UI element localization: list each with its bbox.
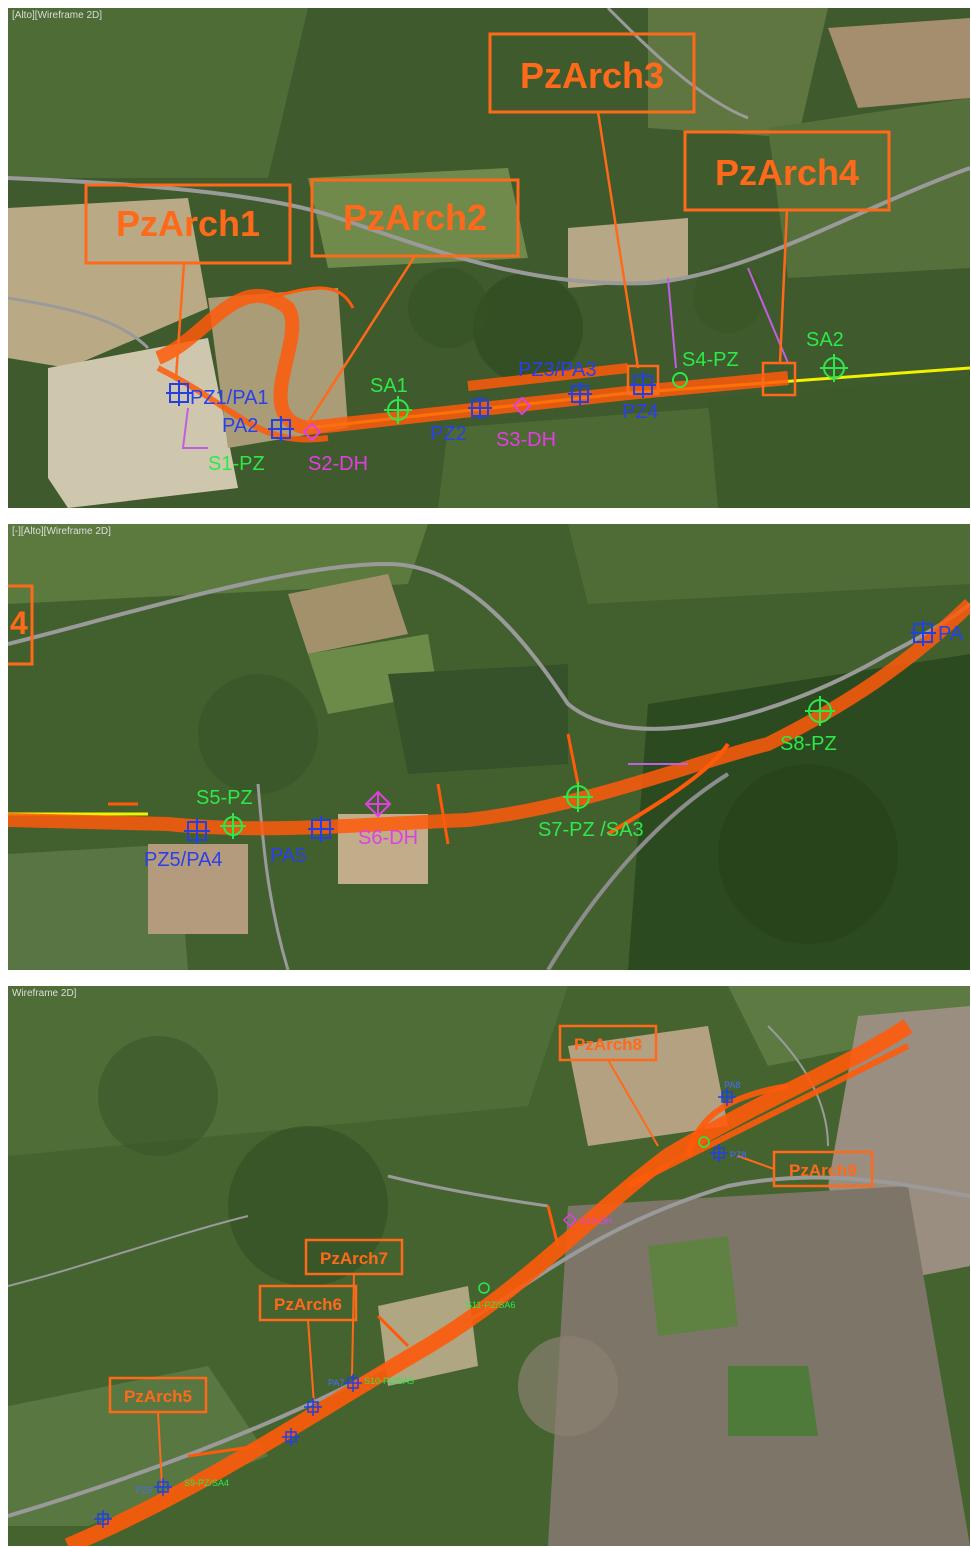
dh-marker-icon xyxy=(364,790,392,818)
label-s3dh: S3-DH xyxy=(496,429,556,451)
dh-marker-icon xyxy=(302,396,532,442)
label-pa7: PA7 xyxy=(328,1378,344,1388)
callout-pzarch3: PzArch3 xyxy=(488,32,696,396)
label-s5pz: S5-PZ xyxy=(196,787,253,809)
edge-callout-label: 4 xyxy=(10,605,28,641)
label-pz8: PZ8 xyxy=(730,1150,747,1160)
label-s2dh: S2-DH xyxy=(308,453,368,475)
callout-pzarch7: PzArch7 xyxy=(304,1238,404,1377)
sa-marker-icon xyxy=(220,696,835,839)
aerial-map-2: 4 S5-PZ PZ5/PA4 PA5 S6-DH S7-PZ /SA3 S8-… xyxy=(8,524,970,970)
label-s7pzsa3: S7-PZ /SA3 xyxy=(538,819,644,841)
viewport-title[interactable]: [Alto][Wireframe 2D] xyxy=(12,10,103,21)
callout-pzarch3-label: PzArch3 xyxy=(520,55,664,96)
callout-pzarch1-label: PzArch1 xyxy=(116,203,260,244)
label-sa2: SA2 xyxy=(806,329,844,351)
label-s11: S11-PZ/SA6 xyxy=(466,1300,515,1310)
callout-pzarch8-label: PzArch8 xyxy=(574,1035,642,1054)
label-s9: S9-PZ/SA4 xyxy=(184,1478,229,1488)
callout-pzarch2: PzArch2 xyxy=(306,178,520,424)
pz-marker-icon xyxy=(94,1088,736,1528)
aerial-map-3: PzArch5 PzArch6 PzArch7 PzArch8 PzArch9 xyxy=(8,986,970,1546)
label-pz6: PZ6 xyxy=(136,1485,153,1495)
sa-marker-icon xyxy=(478,1136,710,1294)
pz-marker-icon xyxy=(184,620,936,844)
sa-marker-icon xyxy=(384,354,848,424)
label-s1pz: S1-PZ xyxy=(208,453,265,475)
callout-pzarch1: PzArch1 xyxy=(84,183,292,379)
label-s6dh: S6-DH xyxy=(358,827,418,849)
callout-pzarch5-label: PzArch5 xyxy=(124,1387,192,1406)
label-sa1: SA1 xyxy=(370,375,408,397)
viewport-title[interactable]: Wireframe 2D] xyxy=(12,988,77,999)
callout-pzarch9-label: PzArch9 xyxy=(789,1161,857,1180)
label-pa2: PA2 xyxy=(222,415,258,437)
label-s8pz: S8-PZ xyxy=(780,733,837,755)
callout-pzarch5: PzArch5 xyxy=(108,1376,208,1487)
map-panel-1[interactable]: PzArch1 PzArch2 PzArch3 PzArch4 xyxy=(8,8,970,508)
label-dh: S12-DH xyxy=(580,1216,612,1226)
callout-pzarch8: PzArch8 xyxy=(558,1024,659,1147)
label-pa5: PA5 xyxy=(270,845,306,867)
dh-marker-icon xyxy=(562,1212,578,1228)
map-panel-3[interactable]: PzArch5 PzArch6 PzArch7 PzArch8 PzArch9 xyxy=(8,986,970,1546)
label-s10: S10-PZ/SA5 xyxy=(364,1376,414,1386)
callout-pzarch6: PzArch6 xyxy=(258,1284,358,1405)
label-pz2: PZ2 xyxy=(430,423,467,445)
aerial-map-1: PzArch1 PzArch2 PzArch3 PzArch4 xyxy=(8,8,970,508)
map-panel-2[interactable]: 4 S5-PZ PZ5/PA4 PA5 S6-DH S7-PZ /SA3 S8-… xyxy=(8,524,970,970)
callout-pzarch6-label: PzArch6 xyxy=(274,1295,342,1314)
label-pa8: PA8 xyxy=(724,1080,740,1090)
label-s4pz: S4-PZ xyxy=(682,349,739,371)
callout-pzarch9: PzArch9 xyxy=(737,1150,874,1188)
label-pz1pa1: PZ1/PA1 xyxy=(190,387,269,409)
label-pz3pa3: PZ3/PA3 xyxy=(518,359,597,381)
callout-pzarch2-label: PzArch2 xyxy=(343,197,487,238)
viewport-title[interactable]: [-][Alto][Wireframe 2D] xyxy=(12,526,111,537)
label-pa-edge: PA xyxy=(938,623,964,645)
label-pz5pa4: PZ5/PA4 xyxy=(144,849,223,871)
pz-marker-icon xyxy=(166,372,656,442)
callout-pzarch4: PzArch4 xyxy=(683,130,891,397)
callout-pzarch4-label: PzArch4 xyxy=(715,152,859,193)
callout-pzarch7-label: PzArch7 xyxy=(320,1249,388,1268)
label-pz4: PZ4 xyxy=(622,401,659,423)
